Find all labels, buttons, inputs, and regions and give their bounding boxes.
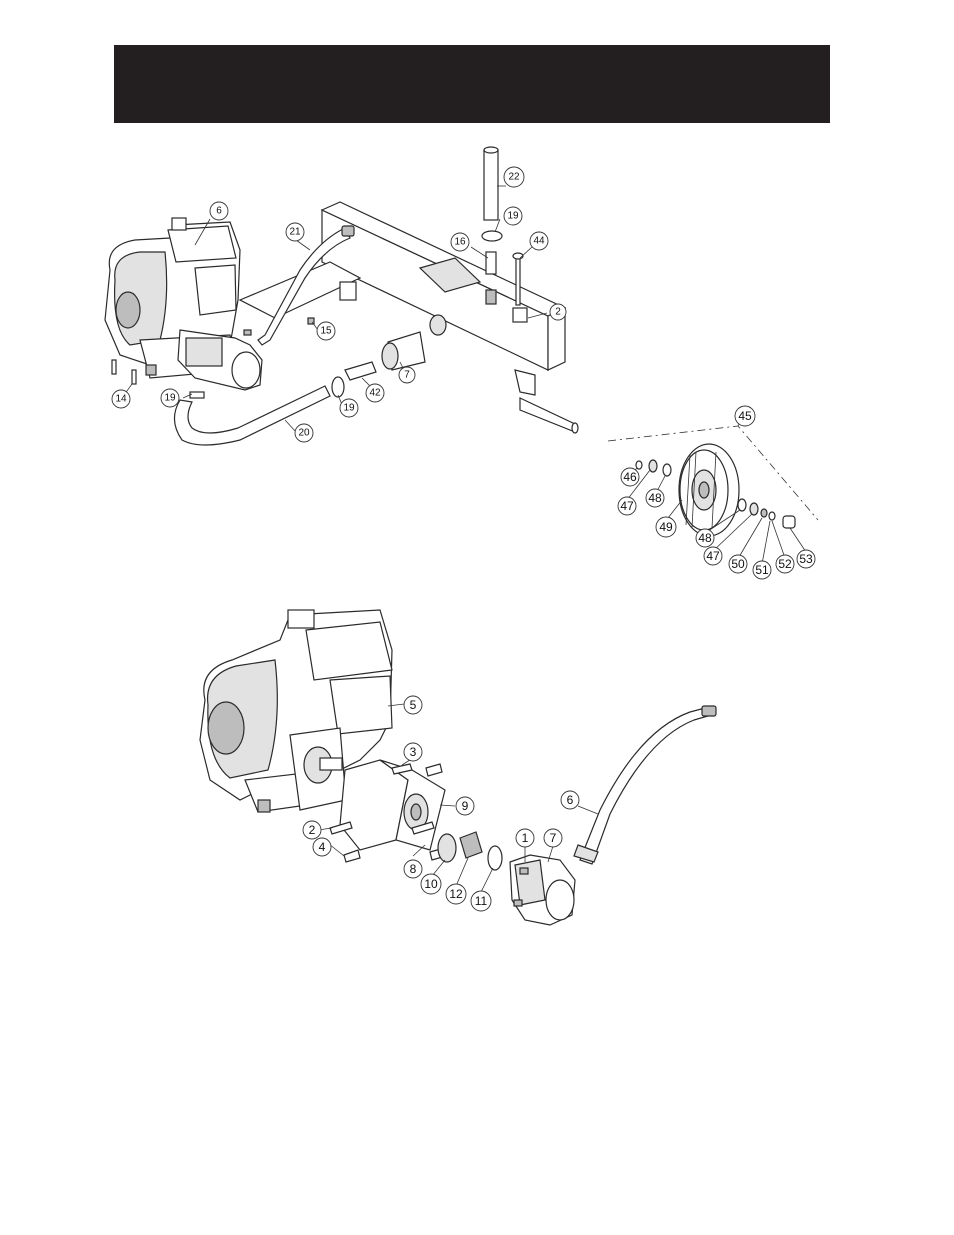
clamp-19-low	[190, 392, 204, 398]
fitting-42	[345, 362, 376, 380]
bottom-exploded-view: 5 3 9 2 4 8 10 12 11 1 7 6	[200, 610, 716, 925]
callout-49: 49	[659, 520, 673, 534]
callout-7-b: 7	[550, 831, 557, 845]
filter-7	[382, 332, 425, 370]
callout-5: 5	[410, 698, 417, 712]
coupling	[438, 832, 502, 870]
callout-6-b: 6	[567, 793, 574, 807]
callout-53: 53	[799, 552, 813, 566]
callout-47: 47	[620, 499, 634, 513]
callout-12: 12	[449, 887, 463, 901]
callout-19-mid: 19	[343, 403, 355, 414]
callout-7: 7	[404, 370, 410, 381]
dipstick-44	[516, 255, 520, 305]
callout-47-b: 47	[706, 549, 720, 563]
callout-3: 3	[410, 745, 417, 759]
clamp-19-top	[482, 231, 502, 241]
pipe-22	[484, 147, 498, 220]
wheel-assembly	[608, 416, 818, 536]
callout-48: 48	[648, 491, 662, 505]
callout-45: 45	[738, 409, 752, 423]
callout-2: 2	[555, 307, 561, 318]
callout-51: 51	[755, 563, 769, 577]
callout-22: 22	[508, 172, 520, 183]
cap	[513, 308, 527, 322]
callout-19: 19	[507, 211, 519, 222]
clamp-19-mid	[332, 377, 344, 397]
callout-14: 14	[115, 394, 127, 405]
fitting-16	[486, 252, 496, 274]
callout-6: 6	[216, 206, 222, 217]
top-exploded-view: 6 21 22 19 16 44 2 15 7 42 19 19 20	[105, 147, 818, 579]
callout-42: 42	[369, 388, 381, 399]
callout-15: 15	[320, 326, 332, 337]
callout-10: 10	[424, 877, 438, 891]
callout-1: 1	[522, 831, 529, 845]
callout-50: 50	[731, 557, 745, 571]
callout-16: 16	[454, 237, 466, 248]
callout-9: 9	[462, 799, 469, 813]
callout-2-b: 2	[309, 823, 316, 837]
callout-48-b: 48	[698, 531, 712, 545]
hose-6	[574, 706, 716, 864]
callout-4: 4	[319, 840, 326, 854]
callout-52: 52	[778, 557, 792, 571]
callout-19-low: 19	[164, 393, 176, 404]
callout-44: 44	[533, 236, 545, 247]
callout-21: 21	[289, 227, 301, 238]
filter-fitting	[486, 290, 496, 304]
pump	[510, 855, 575, 925]
callout-11: 11	[475, 894, 488, 908]
engine-top	[105, 218, 262, 390]
callout-46: 46	[623, 470, 637, 484]
callout-8: 8	[410, 862, 417, 876]
callout-20: 20	[298, 428, 310, 439]
